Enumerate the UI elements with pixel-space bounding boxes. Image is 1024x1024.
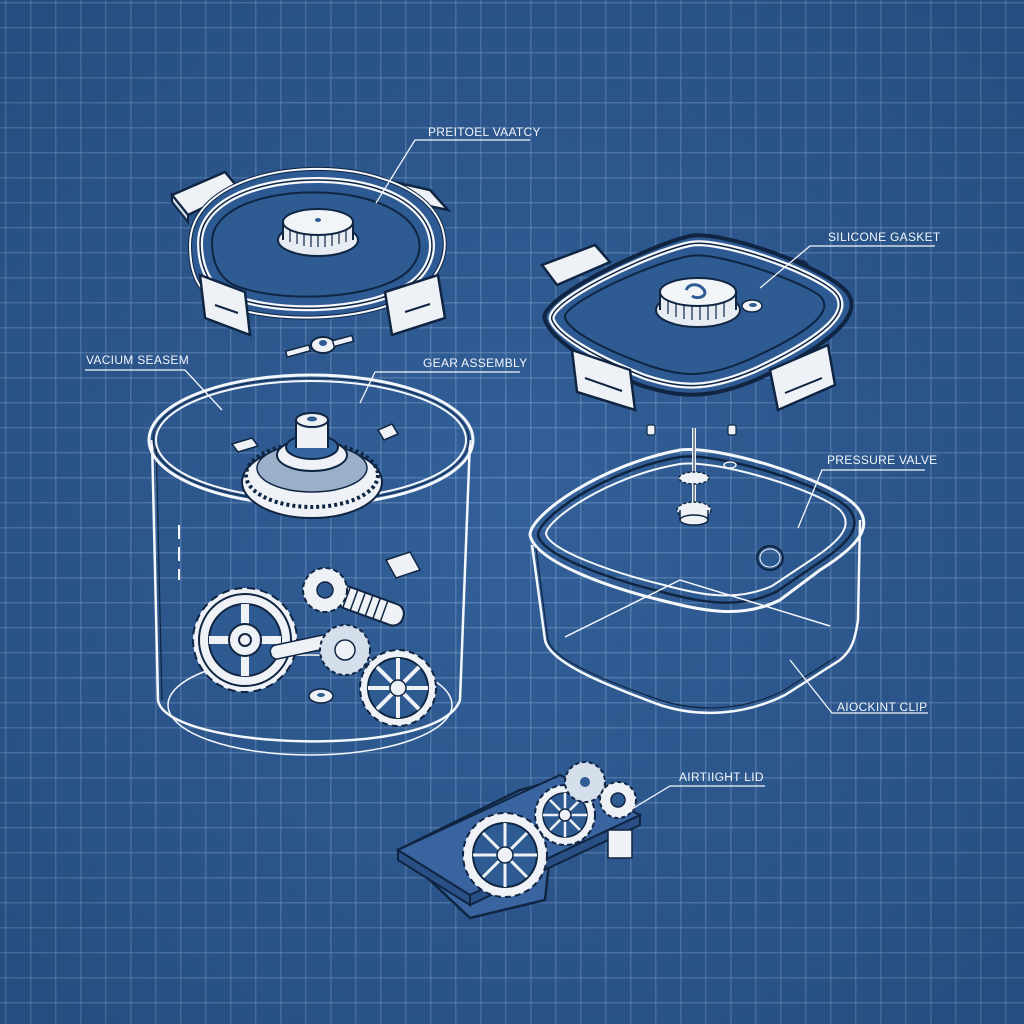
square-lid (540, 233, 854, 412)
worm-spring (269, 585, 405, 660)
label-aockint-clip: AIOCKINT CLIP (837, 700, 928, 714)
sq-lid-clip-top-left (540, 243, 613, 287)
round-lid (170, 166, 452, 358)
sq-lid-knob (655, 277, 763, 328)
pegs (646, 424, 737, 436)
small-gear-cluster (319, 624, 371, 676)
medium-gear (302, 567, 348, 613)
sq-lid-clip-bottom-right (768, 343, 837, 412)
lid-clip-bottom-left (198, 273, 252, 337)
small-valve-part (284, 334, 355, 358)
oring (723, 461, 784, 571)
gear-tray (395, 761, 643, 920)
lid-clip-bottom-right (383, 273, 447, 337)
label-preitoel-vaatcy: PREITOEL VAATCY (428, 125, 541, 139)
label-airtight-lid: AIRTIIGHT LID (679, 770, 764, 784)
label-vacium-seasem: VACIUM SEASEM (86, 353, 190, 367)
tray-gear-end (599, 781, 637, 819)
tray-gear-small (564, 761, 606, 803)
small-bracket (230, 423, 422, 579)
washer (308, 688, 334, 704)
sq-lid-clip-bottom-left (570, 348, 637, 412)
label-silicone-gasket: SILICONE GASKET (828, 230, 941, 244)
square-container (528, 428, 866, 715)
lid-knob (277, 208, 359, 257)
tray-gear-mid (534, 784, 596, 846)
tray-gear-large (462, 812, 548, 898)
spoked-gear (359, 649, 437, 727)
large-gear (192, 587, 298, 693)
top-gear-assembly (241, 412, 383, 519)
leader-lines (85, 139, 935, 813)
label-gear-assembly: GEAR ASSEMBLY (423, 356, 528, 370)
cylinder-container (147, 373, 475, 756)
label-pressure-valve: PRESSURE VALVE (827, 453, 938, 467)
valve-shaft-gears (676, 428, 712, 526)
